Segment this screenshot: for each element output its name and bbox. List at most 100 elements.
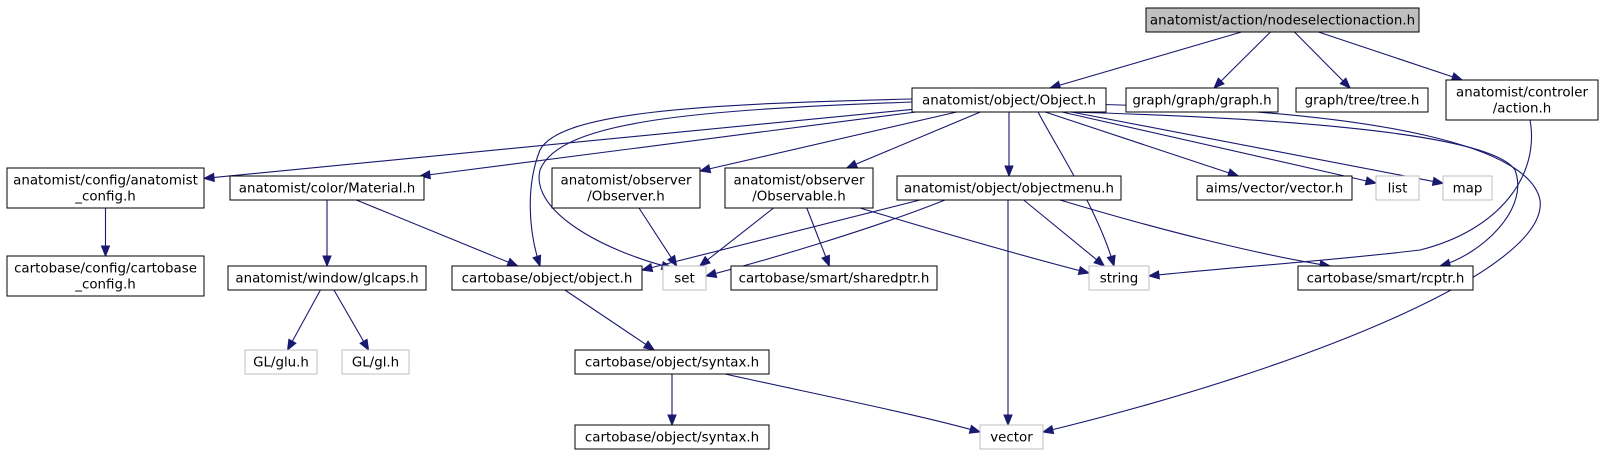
edge-object_h-to-vector: [1041, 103, 1541, 435]
edge-line: [641, 199, 921, 271]
edge-line: [419, 111, 917, 177]
node-observer-h: anatomist/observer/Observer.h: [551, 167, 701, 209]
edge-object_h-to-objectmenu_h: [1004, 112, 1014, 178]
node-cartobase-config: cartobase/config/cartobase_config.h: [6, 255, 205, 297]
edge-root-to-action_h: [1318, 31, 1464, 82]
edge-material_h-to-glcaps_h: [322, 200, 332, 268]
edge-root-to-object_h: [1048, 31, 1242, 90]
edge-arrowhead: [506, 257, 519, 267]
edge-line: [699, 207, 774, 267]
edge-object_h-to-cb_object_h: [529, 98, 913, 268]
node-label: string: [1100, 272, 1138, 287]
node-label: GL/gl.h: [352, 356, 399, 371]
node-vector: vector: [979, 424, 1044, 450]
edge-line: [1061, 111, 1377, 184]
node-box: [911, 87, 1107, 113]
edge-arrowhead: [1077, 265, 1091, 276]
node-label: anatomist/controler: [1456, 86, 1588, 101]
edge-arrowhead: [359, 338, 370, 352]
edge-syntax_h_1-to-vector: [724, 373, 982, 434]
edge-line: [529, 98, 913, 267]
node-material-h: anatomist/color/Material.h: [229, 175, 425, 201]
node-box: [1196, 175, 1353, 201]
node-box: [979, 424, 1044, 450]
node-objectmenu-h: anatomist/object/objectmenu.h: [896, 175, 1122, 201]
edge-cb_object_h-to-syntax_h_1: [564, 289, 656, 351]
edge-objectmenu_h-to-set: [704, 199, 946, 278]
edge-line: [1059, 199, 1331, 267]
edge-observable_h-to-string: [859, 207, 1091, 276]
edge-arrowhead: [322, 255, 332, 268]
node-box: [1297, 265, 1474, 291]
node-cb-object-h: cartobase/object/object.h: [451, 265, 643, 291]
node-rcptr-h: cartobase/smart/rcptr.h: [1297, 265, 1474, 291]
node-box: [724, 167, 874, 209]
node-action-h: anatomist/controler/action.h: [1445, 79, 1599, 121]
node-root: anatomist/action/nodeselectionaction.h: [1145, 7, 1420, 33]
edge-arrowhead: [1431, 176, 1445, 186]
node-label: anatomist/action/nodeselectionaction.h: [1150, 14, 1415, 29]
node-box: [1295, 87, 1429, 113]
edge-arrowhead: [532, 254, 542, 268]
node-gl-h: GL/gl.h: [341, 349, 410, 375]
edge-objectmenu_h-to-cb_object_h: [640, 199, 921, 273]
edge-line: [538, 101, 913, 269]
edge-observable_h-to-set: [698, 207, 774, 267]
edge-object_h-to-aims_vector: [1045, 111, 1240, 178]
edge-glcaps_h-to-gl_h: [333, 289, 370, 352]
edge-arrowhead: [704, 268, 718, 278]
edge-object_h-to-observer_h: [698, 111, 957, 174]
nodes-layer: anatomist/action/nodeselectionaction.h an…: [6, 7, 1599, 450]
node-box: [574, 424, 770, 450]
node-glcaps-h: anatomist/window/glcaps.h: [227, 265, 427, 291]
edge-line: [287, 289, 321, 351]
edge-arrowhead: [1041, 424, 1055, 435]
node-box: [6, 167, 205, 209]
node-label: cartobase/smart/sharedptr.h: [739, 272, 930, 287]
edge-object_h-to-observable_h: [845, 111, 981, 169]
edge-arrowhead: [667, 414, 677, 427]
edge-line: [333, 289, 370, 351]
edge-line: [564, 289, 655, 351]
edge-line: [1023, 199, 1105, 267]
edge-line: [1042, 103, 1541, 433]
edge-object_h-to-anatomist_config: [202, 108, 913, 183]
node-set: set: [662, 265, 707, 291]
node-label: anatomist/observer: [734, 174, 865, 189]
node-object-h: anatomist/object/Object.h: [911, 87, 1107, 113]
node-box: [1442, 175, 1493, 201]
node-syntax-h-2: cartobase/object/syntax.h: [574, 424, 770, 450]
node-label: anatomist/observer: [561, 174, 692, 189]
node-label: aims/vector/vector.h: [1206, 182, 1343, 197]
edge-line: [1148, 119, 1532, 277]
edge-line: [1318, 31, 1463, 81]
node-label: vector: [990, 431, 1033, 446]
edge-material_h-to-cb_object_h: [356, 199, 519, 267]
node-label: /Observer.h: [587, 190, 664, 205]
node-box: [229, 175, 425, 201]
edge-arrowhead: [1364, 176, 1378, 186]
edge-object_h-to-map: [1071, 111, 1445, 186]
edge-arrowhead: [286, 338, 297, 352]
node-box: [1445, 79, 1599, 121]
edge-object_h-to-list: [1061, 111, 1378, 186]
edge-objectmenu_h-to-vector: [1003, 200, 1013, 427]
node-box: [1088, 265, 1150, 291]
node-label: _config.h: [74, 278, 135, 293]
node-label: anatomist/object/Object.h: [922, 94, 1096, 109]
edge-arrowhead: [698, 255, 711, 267]
node-box: [1145, 7, 1420, 33]
node-box: [1125, 87, 1279, 113]
node-observable-h: anatomist/observer/Observable.h: [724, 167, 874, 209]
node-label: anatomist/color/Material.h: [239, 182, 415, 197]
edge-line: [638, 207, 678, 267]
node-anatomist-config: anatomist/config/anatomist_config.h: [6, 167, 205, 209]
edge-arrowhead: [845, 159, 859, 169]
edge-line: [724, 373, 981, 433]
edge-line: [356, 199, 518, 267]
edge-line: [203, 108, 913, 179]
edge-arrowhead: [1339, 77, 1352, 89]
node-label: _config.h: [74, 190, 135, 205]
node-label: anatomist/config/anatomist: [13, 174, 198, 189]
